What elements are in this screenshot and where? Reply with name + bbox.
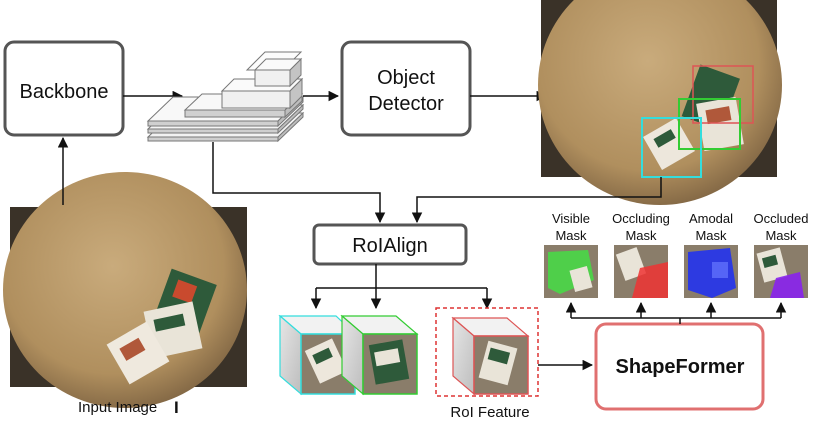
arrow-fpn-to-roialign	[212, 142, 386, 224]
mask-occluded: Occluded Mask	[754, 211, 809, 298]
detection-output-image	[538, 0, 782, 205]
mask-amodal-label-1: Amodal	[689, 211, 733, 226]
mask-occluding: Occluding Mask	[612, 211, 670, 298]
input-product-boxes-icon	[106, 268, 217, 385]
mask-visible-label-1: Visible	[552, 211, 590, 226]
roi-feature-selected	[435, 307, 539, 397]
mask-amodal-label-2: Mask	[695, 228, 727, 243]
roialign-branch-arrows	[310, 264, 493, 310]
mask-occluded-label-1: Occluded	[754, 211, 809, 226]
arrow-detection-to-roialign	[411, 177, 662, 224]
mask-amodal: Amodal Mask	[684, 211, 738, 298]
object-detector-label-line2: Detector	[368, 93, 444, 115]
roialign-label: RoIAlign	[352, 235, 428, 257]
mask-visible-label-2: Mask	[555, 228, 587, 243]
input-image-caption: Input Image	[78, 399, 157, 416]
roialign-module: RoIAlign	[312, 223, 468, 266]
mask-visible: Visible Mask	[544, 211, 598, 298]
mask-occluding-label-2: Mask	[625, 228, 657, 243]
backbone-module: Backbone	[3, 40, 125, 137]
product-boxes-icon	[643, 64, 744, 170]
backbone-label: Backbone	[20, 81, 109, 103]
bbox-cyan	[641, 117, 702, 178]
roi-feature-caption: RoI Feature	[450, 404, 529, 421]
input-image-symbol: I	[174, 398, 179, 417]
feature-pyramid-icon	[146, 51, 305, 143]
object-detector-module: Object Detector	[340, 40, 472, 137]
shapeformer-module: ShapeFormer	[594, 322, 765, 411]
object-detector-label-line1: Object	[377, 67, 435, 89]
mask-output-arrows	[565, 301, 787, 324]
bbox-red	[692, 65, 754, 124]
mask-occluding-label-1: Occluding	[612, 211, 670, 226]
input-image	[3, 172, 247, 408]
mask-occluded-label-2: Mask	[765, 228, 797, 243]
shapeformer-label: ShapeFormer	[616, 356, 745, 378]
roi-cube-green	[340, 314, 419, 396]
bbox-green	[678, 98, 741, 150]
